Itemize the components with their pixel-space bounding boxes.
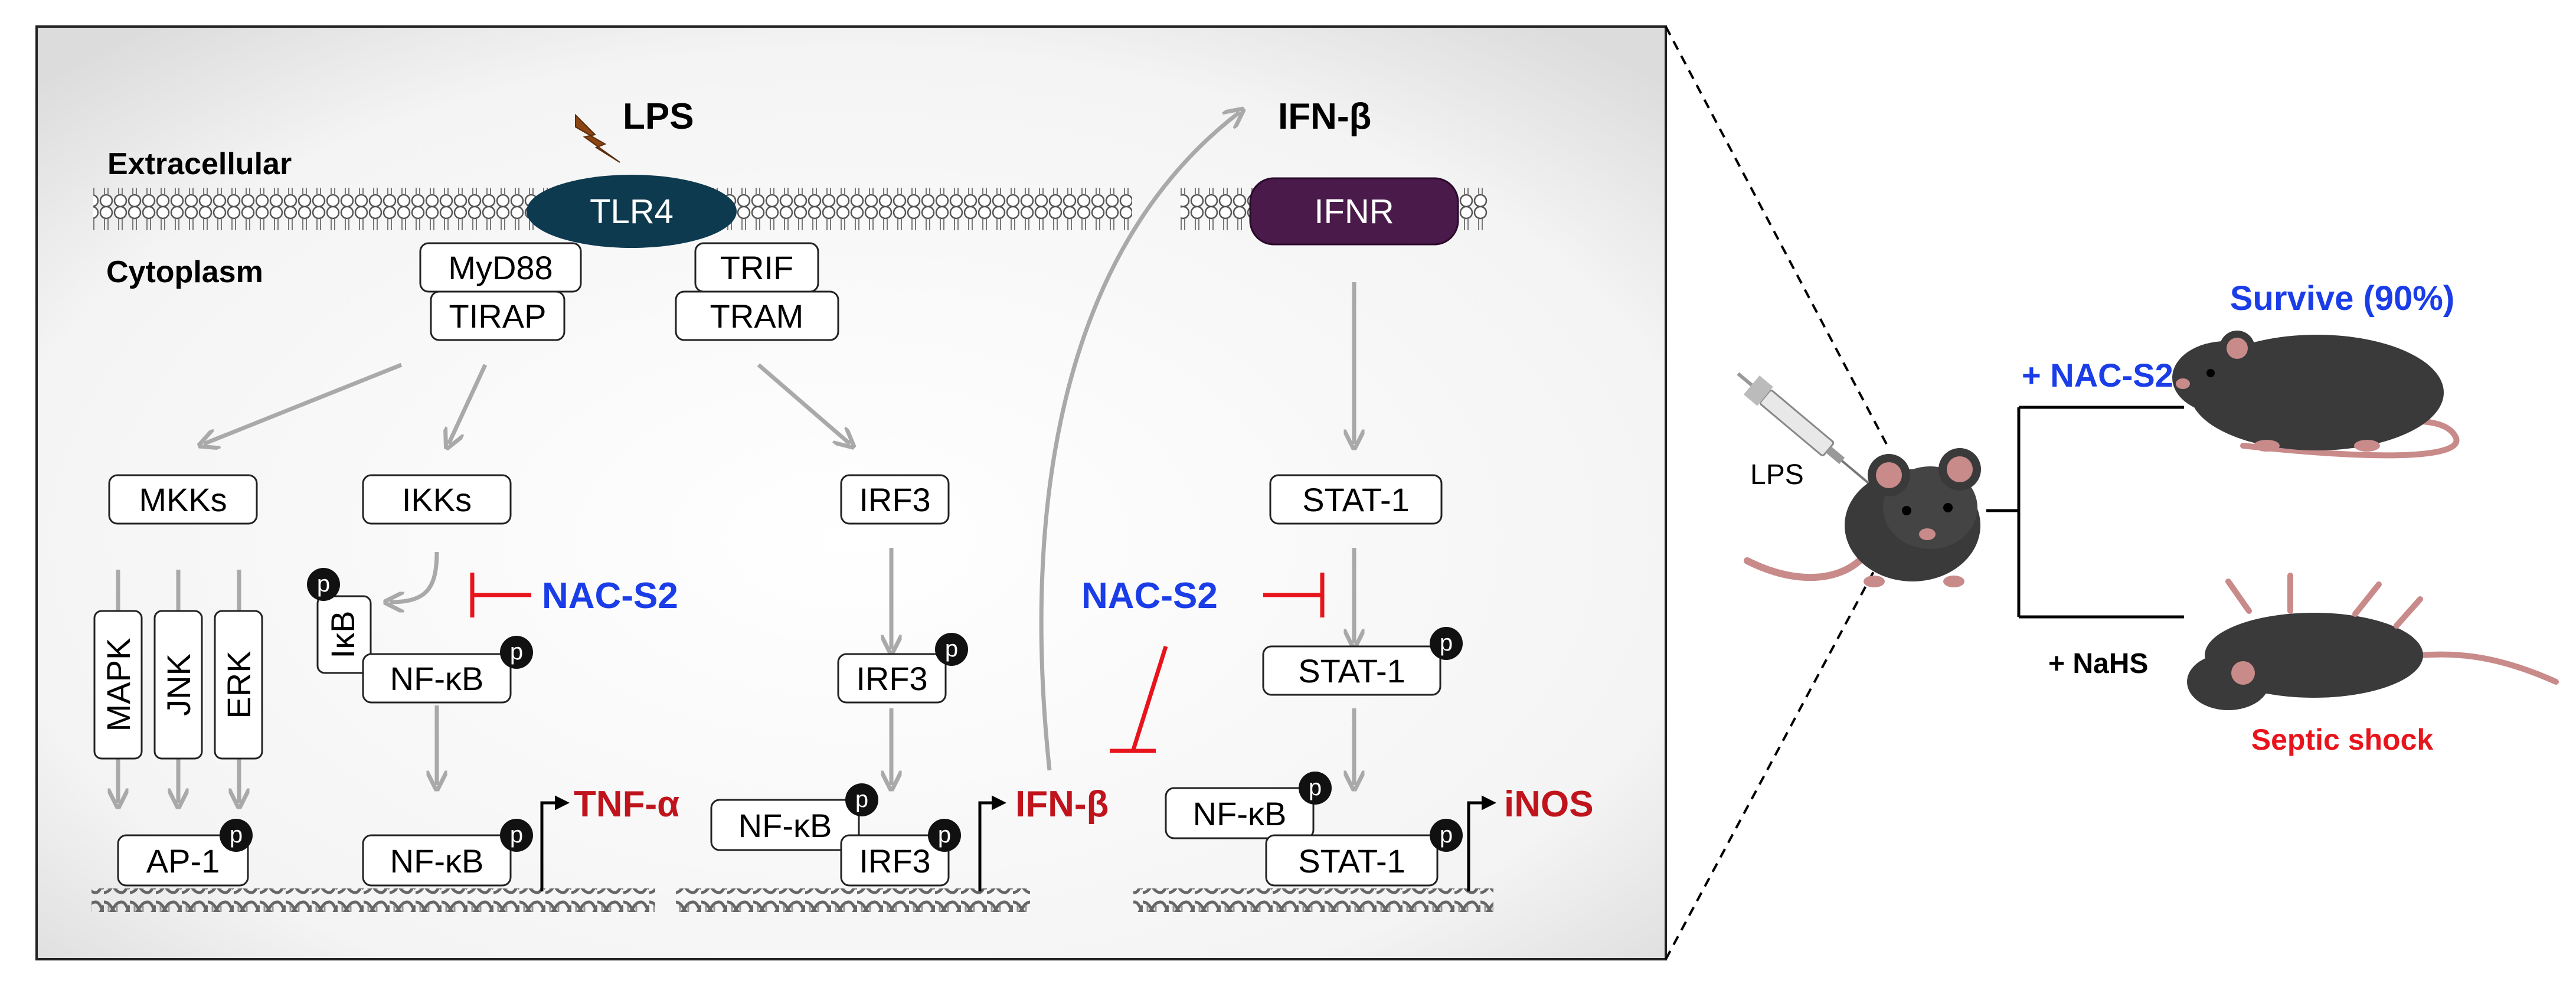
ifnb-output: IFN-β [1015, 784, 1109, 825]
phospho-badge-ap1-label: p [230, 822, 243, 848]
tram-box [675, 290, 839, 341]
ikb-box [316, 595, 372, 674]
inhibit-line-ifnb [1131, 645, 1168, 751]
mouse-septic-icon [2187, 573, 2559, 710]
myd88-label: MyD88 [448, 249, 553, 286]
mapk-box [93, 610, 143, 760]
mouse-lps-label: LPS [1750, 459, 1804, 491]
erk-box [214, 610, 263, 760]
phospho-badge-nfkb-nuc [500, 819, 533, 852]
cytoplasm-label: Cytoplasm [106, 255, 263, 289]
promoter-arrow-tnfa [540, 795, 570, 891]
tirap-box [430, 290, 565, 341]
tnfa-output: TNF-α [574, 784, 679, 825]
tram-label: TRAM [710, 298, 804, 335]
irf3p-label: IRF3 [856, 660, 927, 697]
trif-label: TRIF [720, 249, 793, 286]
lightning-icon [575, 113, 620, 163]
extracellular-label: Extracellular [107, 147, 292, 181]
arrow-to-mkks [204, 362, 403, 444]
nfkb-irf3-complex-irf3 [840, 834, 950, 887]
nac-s2-label-2: NAC-S2 [1081, 576, 1218, 616]
dna-strand-1 [91, 888, 655, 912]
nfkb-stat1-complex-stat1 [1265, 834, 1439, 887]
phospho-badge-nfkb-nuc-label: p [510, 822, 523, 848]
mkks-label: MKKs [139, 481, 227, 518]
phospho-badge-irf3 [935, 633, 968, 666]
erk-label: ERK [220, 651, 257, 718]
mapk-label: MAPK [100, 638, 137, 732]
ikb-label: IκB [324, 611, 361, 659]
phospho-badge-irf3-complex-label: p [938, 822, 951, 848]
stat1-box [1269, 474, 1443, 525]
arrow-to-ikks [449, 364, 488, 444]
tlr4-receptor [527, 175, 737, 248]
nfkb-nuc-label: NF-κB [390, 842, 484, 880]
zoom-line-top [1665, 26, 1890, 449]
phospho-badge-ikb-label: p [317, 571, 330, 597]
nfkb-stat1-complex-stat1-label: STAT-1 [1298, 842, 1405, 880]
survive-label: Survive (90%) [2230, 279, 2454, 318]
phospho-badge-nfkb-cyto-label: p [510, 639, 523, 665]
inos-output: iNOS [1504, 784, 1594, 825]
irf3p-box [837, 653, 947, 704]
mouse-surviving-icon [2172, 331, 2460, 459]
nfkb-irf3-complex-nfkb [710, 799, 860, 851]
phospho-badge-stat1-complex [1430, 819, 1463, 852]
dna-strand-2 [676, 888, 1030, 912]
arrow-to-irf3 [757, 363, 850, 444]
plus-nahs-label: + NaHS [2048, 648, 2148, 679]
stat1p-label: STAT-1 [1298, 652, 1405, 689]
phospho-badge-irf3-complex [928, 819, 961, 852]
ap1-box [117, 834, 249, 887]
ifnr-receptor [1249, 177, 1459, 246]
septic-shock-label: Septic shock [2251, 723, 2434, 756]
nfkb-stat1-complex-nfkb [1165, 787, 1315, 839]
phospho-badge-ap1 [220, 819, 253, 852]
nfkb-cyto-label: NF-κB [390, 660, 484, 697]
nfkb-cyto-box [362, 653, 512, 704]
jnk-label: JNK [160, 653, 197, 716]
phospho-badge-nfkb-cyto [500, 636, 533, 669]
phospho-badge-nfkb-complex2 [845, 783, 878, 816]
mouse-injected-icon [1744, 448, 1981, 587]
mkks-box [108, 474, 258, 525]
phospho-badge-nfkb-complex2-label: p [855, 786, 868, 812]
phospho-badge-nfkb-complex3-label: p [1309, 774, 1322, 800]
nfkb-irf3-complex-nfkb-label: NF-κB [738, 807, 832, 844]
tlr4-label: TLR4 [590, 192, 674, 231]
phospho-badge-stat1-label: p [1440, 630, 1453, 656]
phospho-badge-nfkb-complex3 [1299, 772, 1332, 805]
tirap-label: TIRAP [449, 298, 547, 335]
phospho-badge-ikb [307, 568, 340, 601]
stat1p-box [1262, 645, 1441, 696]
jnk-box [153, 610, 203, 760]
phospho-badge-stat1 [1430, 627, 1463, 660]
syringe-icon [1737, 372, 1870, 485]
nfkb-irf3-complex-irf3-label: IRF3 [859, 842, 930, 880]
ap1-label: AP-1 [146, 842, 220, 880]
nfkb-nuc-box [362, 834, 512, 887]
ikks-label: IKKs [402, 481, 472, 518]
promoter-arrow-ifnb [978, 795, 1006, 891]
ikks-box [362, 474, 512, 525]
plus-nac-s2-label: + NAC-S2 [2022, 357, 2173, 394]
lps-label: LPS [623, 96, 694, 137]
irf3-label: IRF3 [859, 481, 930, 518]
arrow-ifnb-secretion [1039, 112, 1240, 771]
ifnr-label: IFNR [1314, 192, 1394, 231]
dna-strand-3 [1133, 888, 1493, 912]
stat1-label: STAT-1 [1302, 481, 1410, 518]
promoter-arrow-inos [1467, 795, 1496, 891]
phospho-badge-irf3-label: p [945, 636, 958, 662]
nfkb-stat1-complex-nfkb-label: NF-κB [1193, 795, 1287, 832]
phospho-badge-stat1-complex-label: p [1440, 822, 1453, 848]
irf3-box [840, 474, 950, 525]
ifnb-top-label: IFN-β [1278, 96, 1371, 137]
nac-s2-label-1: NAC-S2 [542, 576, 678, 616]
arrow-ikks-to-ikb [390, 551, 439, 602]
zoom-line-bottom [1665, 542, 1890, 960]
